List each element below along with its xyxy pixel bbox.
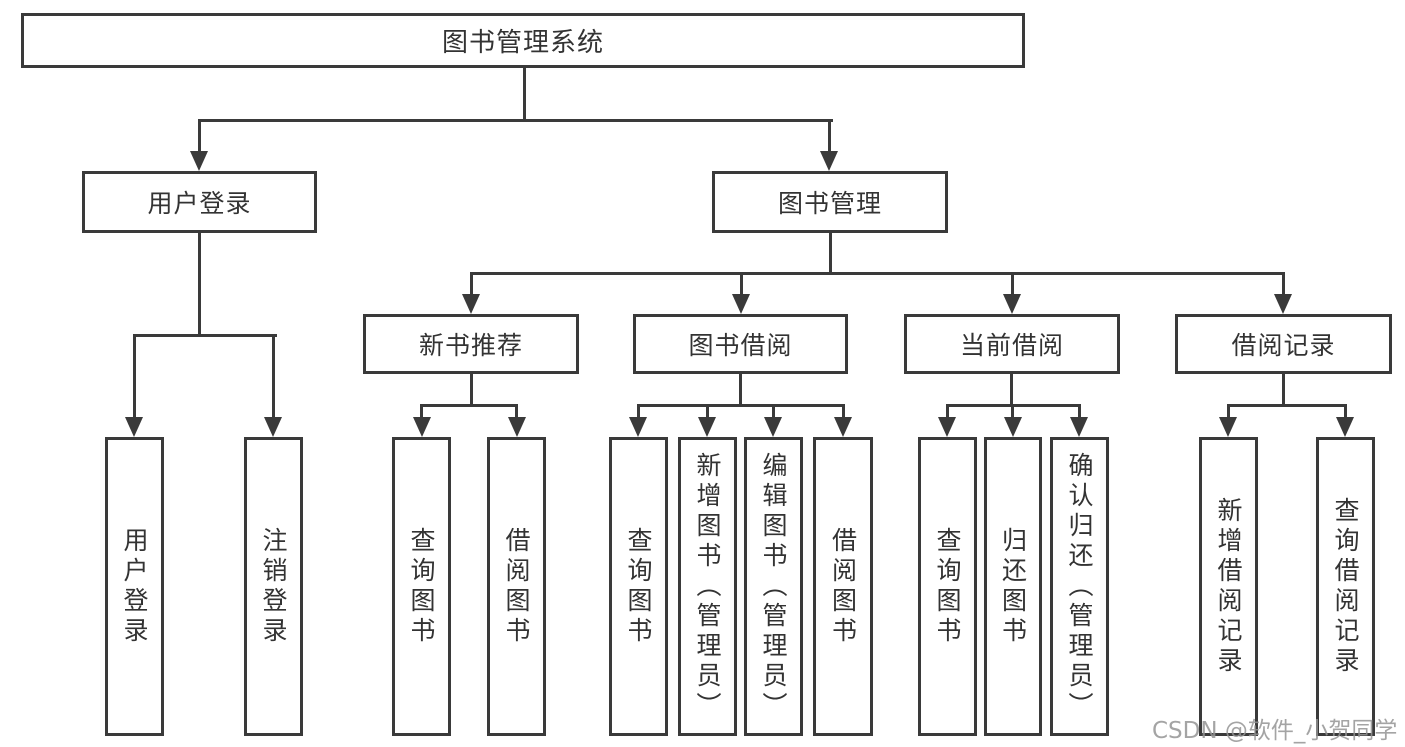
leaf-query-borrow-record: 查询借阅记录 bbox=[1316, 437, 1375, 736]
connector-line bbox=[523, 68, 526, 121]
connector-line bbox=[740, 272, 743, 296]
connector-line bbox=[1078, 404, 1081, 420]
connector-line bbox=[198, 119, 201, 153]
connector-line bbox=[470, 272, 473, 296]
leaf-user-login: 用户登录 bbox=[105, 437, 164, 736]
leaf-query-book-current: 查询图书 bbox=[918, 437, 977, 736]
arrow-down-icon bbox=[1336, 417, 1354, 437]
node-current-borrow: 当前借阅 bbox=[904, 314, 1120, 374]
connector-line bbox=[1282, 374, 1285, 406]
arrow-down-icon bbox=[190, 151, 208, 171]
leaf-query-book-recommend: 查询图书 bbox=[392, 437, 451, 736]
connector-line bbox=[1227, 404, 1230, 420]
arrow-down-icon bbox=[764, 417, 782, 437]
arrow-down-icon bbox=[732, 294, 750, 314]
connector-line bbox=[1227, 404, 1347, 407]
node-borrow-records: 借阅记录 bbox=[1175, 314, 1392, 374]
connector-line bbox=[829, 233, 832, 274]
arrow-down-icon bbox=[462, 294, 480, 314]
leaf-borrow-book: 借阅图书 bbox=[813, 437, 873, 736]
leaf-query-book-borrow: 查询图书 bbox=[609, 437, 668, 736]
connector-line bbox=[133, 334, 277, 337]
node-user-login: 用户登录 bbox=[82, 171, 317, 233]
connector-line bbox=[1011, 272, 1014, 296]
node-root: 图书管理系统 bbox=[21, 13, 1025, 68]
arrow-down-icon bbox=[938, 417, 956, 437]
connector-line bbox=[772, 404, 775, 420]
leaf-confirm-return-admin: 确认归还（管理员） bbox=[1050, 437, 1109, 736]
connector-line bbox=[1282, 272, 1285, 296]
connector-line bbox=[706, 404, 709, 420]
connector-line bbox=[272, 334, 275, 418]
leaf-add-book-admin: 新增图书（管理员） bbox=[678, 437, 737, 736]
leaf-edit-book-admin: 编辑图书（管理员） bbox=[744, 437, 803, 736]
connector-line bbox=[637, 404, 640, 420]
watermark: CSDN @软件_小贺同学 bbox=[1152, 718, 1398, 744]
node-book-management: 图书管理 bbox=[712, 171, 948, 233]
connector-line bbox=[198, 119, 833, 122]
leaf-logout: 注销登录 bbox=[244, 437, 303, 736]
arrow-down-icon bbox=[820, 151, 838, 171]
arrow-down-icon bbox=[1003, 294, 1021, 314]
arrow-down-icon bbox=[834, 417, 852, 437]
connector-line bbox=[198, 233, 201, 336]
connector-line bbox=[133, 334, 136, 418]
connector-line bbox=[470, 374, 473, 406]
connector-line bbox=[420, 404, 518, 407]
connector-line bbox=[515, 404, 518, 420]
connector-line bbox=[637, 404, 844, 407]
node-new-book-recommend: 新书推荐 bbox=[363, 314, 579, 374]
arrow-down-icon bbox=[698, 417, 716, 437]
arrow-down-icon bbox=[264, 417, 282, 437]
connector-line bbox=[739, 374, 742, 406]
arrow-down-icon bbox=[1274, 294, 1292, 314]
arrow-down-icon bbox=[629, 417, 647, 437]
node-book-borrow: 图书借阅 bbox=[633, 314, 848, 374]
arrow-down-icon bbox=[1004, 417, 1022, 437]
arrow-down-icon bbox=[1219, 417, 1237, 437]
connector-line bbox=[842, 404, 845, 420]
leaf-borrow-book-recommend: 借阅图书 bbox=[487, 437, 546, 736]
leaf-add-borrow-record: 新增借阅记录 bbox=[1199, 437, 1258, 736]
leaf-return-book: 归还图书 bbox=[984, 437, 1042, 736]
connector-line bbox=[828, 119, 831, 153]
connector-line bbox=[1011, 404, 1014, 420]
connector-line bbox=[946, 404, 949, 420]
arrow-down-icon bbox=[125, 417, 143, 437]
connector-line bbox=[1344, 404, 1347, 420]
arrow-down-icon bbox=[508, 417, 526, 437]
connector-line bbox=[420, 404, 423, 420]
arrow-down-icon bbox=[1070, 417, 1088, 437]
connector-line bbox=[470, 272, 1285, 275]
arrow-down-icon bbox=[413, 417, 431, 437]
connector-line bbox=[1010, 374, 1013, 406]
